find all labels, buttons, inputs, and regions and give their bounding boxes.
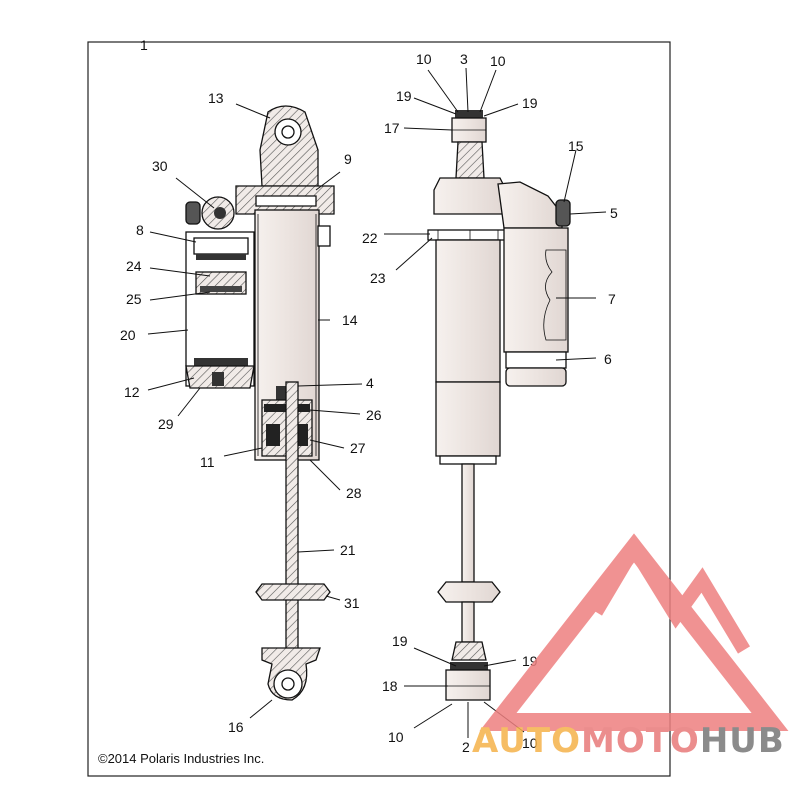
- callout-9: 9: [344, 151, 352, 167]
- callout-10-bottom-right: 10: [522, 735, 538, 751]
- watermark-triangle-logo: [479, 533, 789, 731]
- bump-stop: [255, 583, 331, 601]
- callout-15: 15: [568, 138, 584, 154]
- watermark-m-shape: [589, 534, 751, 654]
- callout-16: 16: [228, 719, 244, 735]
- callout-26: 26: [366, 407, 382, 423]
- reservoir-label: [543, 249, 567, 341]
- watermark-text: AUTOMOTOHUB: [472, 721, 785, 761]
- adjuster-knob: [185, 201, 201, 225]
- callout-18: 18: [382, 678, 398, 694]
- copyright-notice: ©2014 Polaris Industries Inc.: [98, 751, 265, 766]
- callout-29: 29: [158, 416, 174, 432]
- callout-10-top-right: 10: [490, 53, 506, 69]
- diagram-frame: [87, 41, 671, 777]
- callout-1: 1: [140, 37, 148, 53]
- callout-31: 31: [344, 595, 360, 611]
- callout-17: 17: [384, 120, 400, 136]
- callout-23: 23: [370, 270, 386, 286]
- schrader-valve: [212, 372, 224, 386]
- callout-20: 20: [120, 327, 136, 343]
- left-shock-cutaway: [185, 105, 335, 701]
- automotohub-watermark: AUTOMOTOHUB: [472, 533, 789, 761]
- callout-25: 25: [126, 291, 142, 307]
- callout-12: 12: [124, 384, 140, 400]
- callout-6: 6: [604, 351, 612, 367]
- callout-5: 5: [610, 205, 618, 221]
- lower-sleeve: [445, 669, 491, 701]
- callout-10-bottom-left: 10: [388, 729, 404, 745]
- shaft: [461, 463, 475, 583]
- callout-4: 4: [366, 375, 374, 391]
- reservoir-seal: [194, 358, 248, 366]
- callout-19-top-left: 19: [396, 88, 412, 104]
- watermark-word-moto: MOTO: [581, 721, 700, 761]
- callout-11: 11: [200, 454, 215, 470]
- callout-10-top-left: 10: [416, 51, 432, 67]
- callout-24: 24: [126, 258, 142, 274]
- callout-2: 2: [462, 739, 470, 755]
- lower-body-tube: [435, 381, 501, 457]
- callout-numbers: 1 13 9 30 8 24 25 20 14 12 29 4 26 11 27…: [120, 37, 618, 755]
- callout-22: 22: [362, 230, 378, 246]
- callout-19-top-right: 19: [522, 95, 538, 111]
- lower-spacer: [450, 662, 488, 670]
- compression-adjuster: [555, 199, 571, 227]
- body-tube: [435, 239, 501, 383]
- head-cap: [433, 177, 507, 215]
- shaft: [285, 381, 299, 653]
- callout-28: 28: [346, 485, 362, 501]
- callout-14: 14: [342, 312, 358, 328]
- watermark-word-auto: AUTO: [472, 721, 581, 761]
- callout-7: 7: [608, 291, 616, 307]
- top-eyelet-neck: [455, 141, 485, 179]
- callout-8: 8: [136, 222, 144, 238]
- top-spacer: [455, 110, 483, 118]
- lower-eyelet-neck: [451, 641, 487, 661]
- reservoir-cap: [193, 237, 249, 255]
- reservoir-arm: [497, 181, 563, 229]
- reservoir-canister: [503, 227, 569, 353]
- callout-13: 13: [208, 90, 224, 106]
- right-shock-exterior: [427, 110, 571, 701]
- callout-19-bottom-left: 19: [392, 633, 408, 649]
- callout-30: 30: [152, 158, 168, 174]
- watermark-word-hub: HUB: [700, 721, 785, 761]
- callout-3: 3: [460, 51, 468, 67]
- bump-stop: [437, 581, 501, 603]
- callout-21: 21: [340, 542, 356, 558]
- callout-27: 27: [350, 440, 366, 456]
- leader-lines: [147, 67, 607, 738]
